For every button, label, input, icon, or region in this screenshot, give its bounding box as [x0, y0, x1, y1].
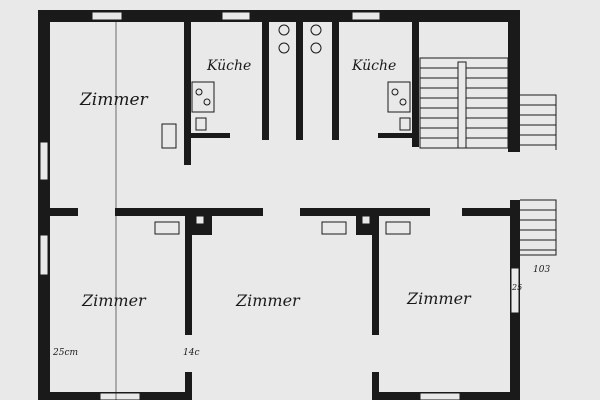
burner — [399, 98, 407, 106]
stair-steps-right — [466, 67, 508, 139]
flue-left — [195, 215, 205, 225]
details — [39, 11, 520, 400]
wall-lower-right-stub — [372, 372, 379, 400]
sink-left — [195, 117, 207, 131]
room-label: Zimmer — [81, 291, 147, 310]
room-label: Zimmer — [406, 289, 472, 308]
wall-kueche-right-stub — [378, 133, 414, 138]
wall-zimmer-kueche — [184, 22, 191, 165]
window-left-upper — [39, 141, 49, 181]
window-left-lower — [39, 234, 49, 276]
window-top-2 — [221, 11, 251, 21]
wall-lower-right — [372, 208, 379, 335]
room-label: Zimmer — [79, 90, 149, 110]
dimension-label: 25 — [511, 283, 522, 292]
wall-mid-1 — [50, 208, 78, 216]
wall-mid-3 — [300, 208, 430, 216]
stairs — [115, 22, 557, 400]
wall-kueche-left-stub — [190, 133, 230, 138]
room-label: Zimmer — [235, 291, 301, 310]
wall-mid-4 — [462, 208, 512, 216]
wall-right-upper — [508, 10, 520, 152]
room-label: Küche — [351, 58, 396, 74]
window-top-1 — [91, 11, 123, 21]
chimney-vent — [278, 24, 290, 36]
dimension-label: 14c — [183, 348, 200, 358]
dimension-label: 103 — [533, 265, 550, 275]
wall-lower-left — [185, 208, 192, 335]
stair-steps-left — [420, 67, 458, 139]
stair-rail — [457, 61, 467, 149]
chimney-vent — [310, 24, 322, 36]
dimension-label: 25cm — [52, 348, 78, 358]
wall-chimney-right — [332, 22, 339, 140]
radiator — [321, 221, 347, 235]
wall-left — [38, 10, 50, 400]
oven-zimmer — [161, 123, 177, 149]
burner — [203, 98, 211, 106]
flue-right — [361, 215, 371, 225]
stove-right — [387, 81, 411, 113]
stove-left — [191, 81, 215, 113]
outer-stairs-upper — [520, 94, 557, 150]
window-bottom-1 — [99, 392, 141, 400]
window-bottom-2 — [419, 392, 461, 400]
radiator — [385, 221, 411, 235]
wall-lower-left-stub — [185, 372, 192, 400]
window-top-3 — [351, 11, 381, 21]
wall-kueche-stairs — [412, 22, 419, 147]
radiator — [154, 221, 180, 235]
room-label: Küche — [206, 58, 251, 74]
outer-stairs-lower — [520, 199, 557, 256]
burner — [195, 88, 203, 96]
chimney-vent — [278, 42, 290, 54]
wall-kueche-left-right — [262, 22, 269, 140]
burner — [391, 88, 399, 96]
sink-right — [399, 117, 411, 131]
wall-top — [38, 10, 520, 22]
staircase-inner — [419, 57, 509, 149]
chimney-vent — [310, 42, 322, 54]
window-right — [510, 267, 520, 314]
wall-chimney-left — [296, 22, 303, 140]
